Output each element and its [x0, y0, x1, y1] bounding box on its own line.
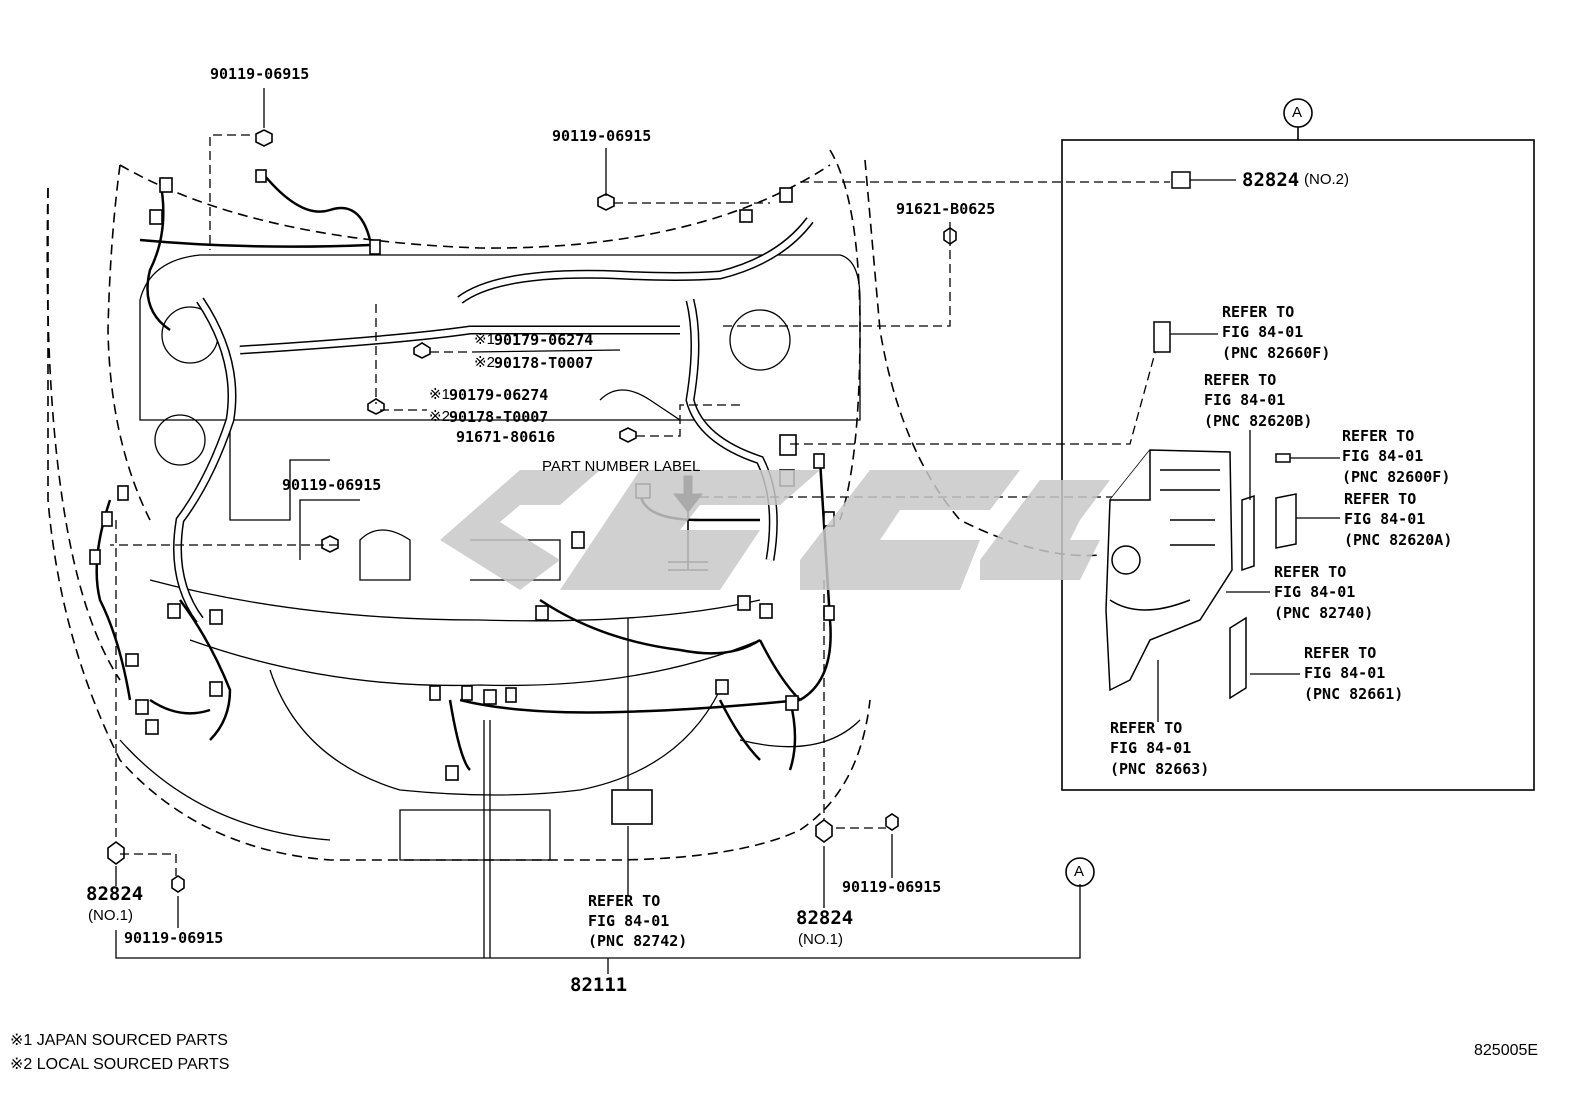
bolt-label-left: 90119-06915: [124, 929, 224, 947]
inset-ref-6-line2: FIG 84-01: [1304, 664, 1386, 682]
part-82824-center-no: (NO.1): [798, 931, 843, 948]
figure-id: 825005E: [1474, 1042, 1539, 1059]
inset-leaders: [1157, 179, 1340, 722]
inset-ref-3-line2: FIG 84-01: [1342, 447, 1424, 465]
inset-frame: [1061, 139, 1535, 791]
part-number-label-text: PART NUMBER LABEL: [542, 458, 701, 475]
part-82824-center: 82824: [796, 907, 854, 929]
inset-ref-1-line3: (PNC 82660F): [1222, 344, 1331, 362]
clip-label-90179-b: 90179-06274: [449, 386, 549, 404]
note-mark-1b: ※1: [429, 386, 450, 403]
note-mark-2a: ※2: [474, 354, 495, 371]
part-82824-left-no: (NO.1): [88, 907, 133, 924]
clip-label-90178-a: 90178-T0007: [494, 354, 594, 372]
note-mark-1a: ※1: [474, 331, 495, 348]
branch-wires: [95, 169, 832, 771]
leader-lines: [110, 134, 1170, 876]
footnote-local-sourced: ※2 LOCAL SOURCED PARTS: [10, 1056, 230, 1073]
refer-bottom-line2: FIG 84-01: [588, 912, 670, 930]
inset-ref-7-line1: REFER TO: [1110, 719, 1183, 737]
main-harness-label: 82111: [570, 974, 628, 996]
body-outline: [46, 149, 1101, 861]
callout-a-bottom: [1065, 857, 1095, 887]
inset-ref-1-line1: REFER TO: [1222, 303, 1295, 321]
inset-part-82824-no: (NO.2): [1304, 171, 1349, 188]
clip-label-90179-a: 90179-06274: [494, 331, 594, 349]
inset-ref-5-line1: REFER TO: [1274, 563, 1347, 581]
inset-ref-2-line3: (PNC 82620B): [1204, 412, 1313, 430]
bolt-icons: [107, 129, 957, 893]
inset-ref-5-line2: FIG 84-01: [1274, 583, 1356, 601]
callout-a-inset-letter: A: [1292, 104, 1303, 121]
inset-ref-4-line3: (PNC 82620A): [1344, 531, 1453, 549]
inset-ref-4-line1: REFER TO: [1344, 490, 1417, 508]
callout-a-bottom-letter: A: [1074, 863, 1085, 880]
refer-bottom-line1: REFER TO: [588, 892, 661, 910]
part-82824-left: 82824: [86, 883, 144, 905]
inset-components: [1105, 171, 1297, 700]
inset-ref-4-line2: FIG 84-01: [1344, 510, 1426, 528]
inset-ref-6-line1: REFER TO: [1304, 644, 1377, 662]
inset-ref-7-line3: (PNC 82663): [1110, 760, 1210, 778]
inset-ref-3-line1: REFER TO: [1342, 427, 1415, 445]
inset-ref-7-line2: FIG 84-01: [1110, 739, 1192, 757]
clip-label-91671: 91671-80616: [456, 428, 556, 446]
clip-label-90178-b: 90178-T0007: [449, 408, 549, 426]
bolt-label-top-left: 90119-06915: [210, 65, 310, 83]
inset-ref-1-line2: FIG 84-01: [1222, 323, 1304, 341]
bolt-label-top-center: 90119-06915: [552, 127, 652, 145]
inset-ref-6-line3: (PNC 82661): [1304, 685, 1404, 703]
inset-ref-3-line3: (PNC 82600F): [1342, 468, 1451, 486]
bolt-label-mid-left: 90119-06915: [282, 476, 382, 494]
inset-ref-2-line1: REFER TO: [1204, 371, 1277, 389]
note-mark-2b: ※2: [429, 408, 450, 425]
footnote-japan-sourced: ※1 JAPAN SOURCED PARTS: [10, 1032, 228, 1049]
solid-leaders: [115, 88, 1081, 974]
bolt-label-91621: 91621-B0625: [896, 200, 996, 218]
watermark: [440, 470, 1110, 590]
inset-ref-2-line2: FIG 84-01: [1204, 391, 1286, 409]
bolt-label-right: 90119-06915: [842, 878, 942, 896]
inset-part-82824: 82824: [1242, 169, 1300, 191]
inset-ref-5-line3: (PNC 82740): [1274, 604, 1374, 622]
refer-bottom-line3: (PNC 82742): [588, 932, 688, 950]
